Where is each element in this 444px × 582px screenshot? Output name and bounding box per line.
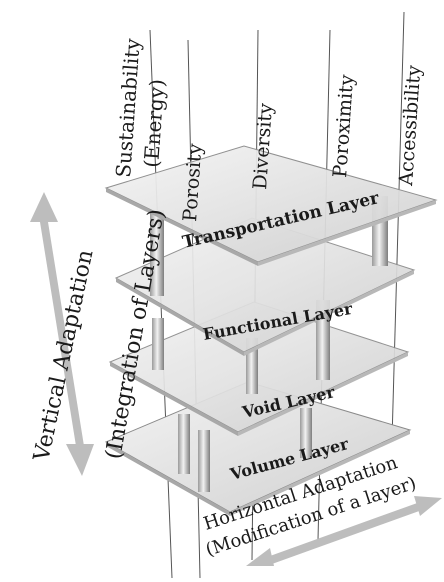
vertical-adaptation-arrow [30, 192, 94, 476]
arrow-down-head [66, 444, 94, 476]
horizontal-adaptation-arrow [246, 496, 442, 566]
arrow-up-head [30, 192, 58, 222]
column [152, 318, 164, 370]
line-accessibility [391, 11, 405, 441]
arrow-shaft [40, 222, 84, 446]
void-layer-plate-edge [110, 362, 238, 436]
column [198, 430, 210, 492]
accessibility-label: Accessibility [395, 64, 425, 187]
columns-lower [178, 408, 312, 492]
transportation-layer-plate-edge [106, 188, 258, 266]
volume-layer-plate-edge [106, 442, 230, 516]
arrow-shaft [270, 502, 422, 564]
porosity-label: Porosity [179, 143, 206, 223]
vertical-adaptation-label: Vertical Adaptation [29, 248, 98, 465]
poroximity-label: Poroximity [329, 74, 358, 179]
energy-label: (Energy) [139, 78, 169, 168]
column [178, 414, 190, 474]
arrow-right-head [414, 496, 442, 516]
arrow-left-head [246, 548, 274, 566]
void-layer-plate-edge-right [238, 352, 408, 436]
column [316, 300, 330, 380]
functional-layer-plate-edge-right [244, 270, 414, 356]
column [150, 210, 164, 296]
functional-layer-plate-edge [116, 278, 244, 356]
columns-middle [152, 300, 330, 394]
column [300, 408, 312, 458]
transportation-layer-plate-edge-right [258, 200, 436, 266]
volume-layer-plate-edge-right [230, 430, 410, 516]
